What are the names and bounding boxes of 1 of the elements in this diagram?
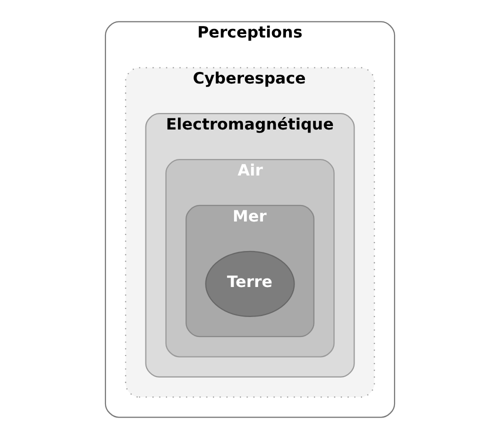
node-ellipse: Terre [205, 250, 295, 317]
